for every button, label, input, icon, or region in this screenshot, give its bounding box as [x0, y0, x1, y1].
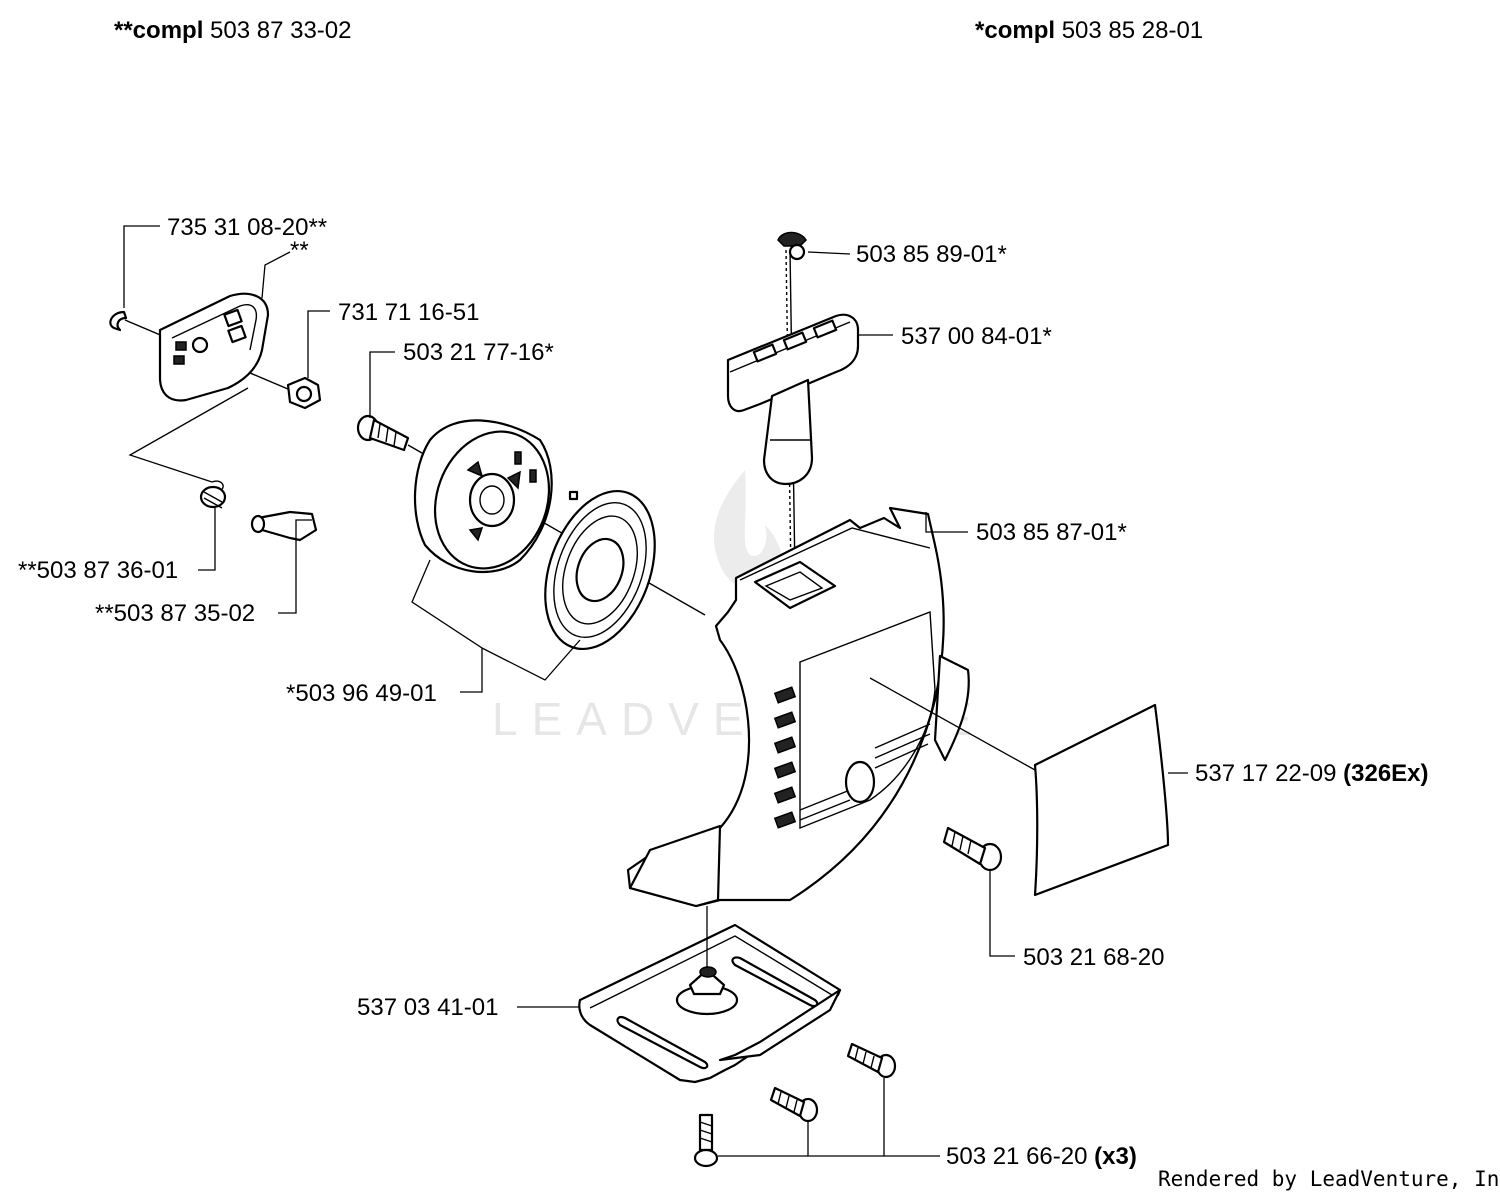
part-label-735-31-08-20: 735 31 08-20**	[167, 214, 327, 241]
part-label-503-96-49-01: *503 96 49-01	[286, 680, 437, 707]
part-label-503-21-66-20: 503 21 66-20 (x3)	[946, 1143, 1137, 1170]
part-label-503-21-77-16: 503 21 77-16*	[403, 339, 554, 366]
screw-upper	[356, 414, 706, 616]
part-label-537-00-84-01: 537 00 84-01*	[901, 323, 1052, 350]
part-label-503-87-35-02: **503 87 35-02	[95, 600, 255, 627]
screw-bottom-2	[769, 1086, 819, 1123]
rope-clip	[777, 231, 807, 261]
screw-housing	[942, 826, 1003, 872]
decal	[1033, 703, 1170, 897]
part-label-537-03-41-01: 537 03 41-01	[357, 994, 498, 1021]
part-label-double-star: **	[290, 237, 309, 264]
leader-lines	[123, 225, 1188, 1157]
recoil-spring	[544, 489, 656, 651]
screw-bottom-3	[693, 1113, 719, 1168]
retaining-ring	[109, 310, 128, 332]
pawl-spring	[199, 480, 227, 509]
header-right: *compl 503 85 28-01	[975, 17, 1203, 44]
flame-logo-icon	[714, 470, 783, 593]
flange-nut	[286, 376, 322, 410]
starter-handle	[726, 313, 860, 486]
screw-bottom-1	[846, 1042, 897, 1079]
base-plate	[578, 923, 842, 1084]
pawl-plate	[158, 292, 270, 402]
part-label-503-85-87-01: 503 85 87-01*	[976, 519, 1127, 546]
footer-credit: Rendered by LeadVenture, Inc.	[1158, 1167, 1500, 1191]
part-label-537-17-22-09: 537 17 22-09 (326Ex)	[1195, 760, 1429, 787]
part-label-503-85-89-01: 503 85 89-01*	[856, 241, 1007, 268]
starter-housing	[626, 506, 970, 908]
pawl	[250, 510, 318, 542]
header-left: **compl 503 87 33-02	[114, 17, 352, 44]
rope-pulley	[413, 419, 553, 574]
part-label-503-87-36-01: **503 87 36-01	[18, 557, 178, 584]
part-label-731-71-16-51: 731 71 16-51	[338, 299, 479, 326]
part-label-503-21-68-20: 503 21 68-20	[1023, 944, 1164, 971]
